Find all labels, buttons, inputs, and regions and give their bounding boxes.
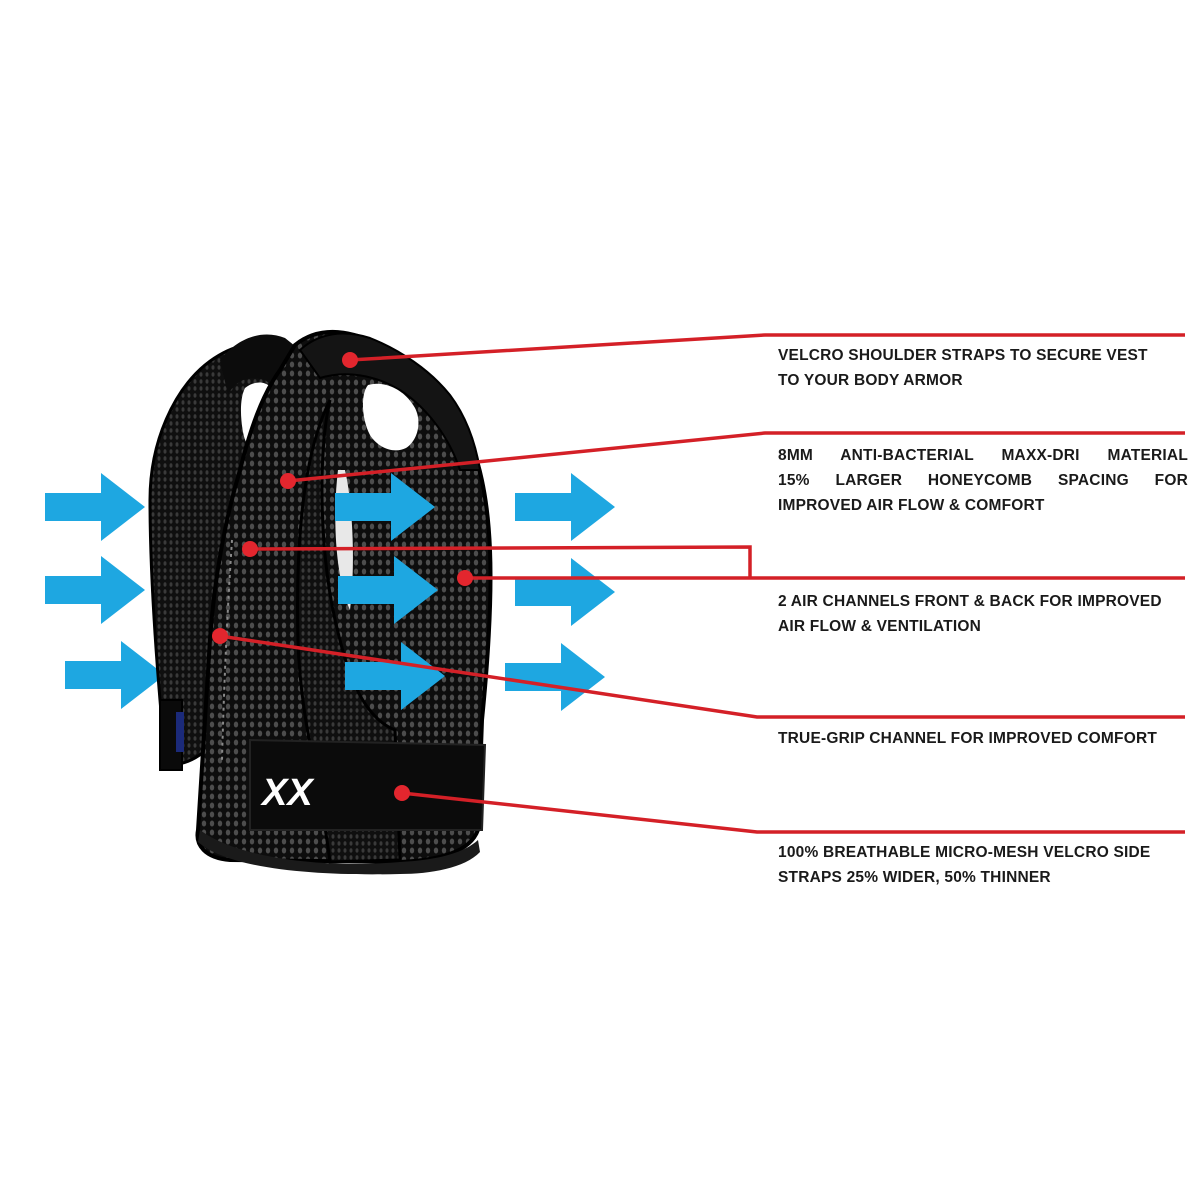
callout-material: 8MM ANTI-BACTERIAL MAXX-DRI MATERIAL 15%… <box>778 443 1188 518</box>
callout-air-channels: 2 AIR CHANNELS FRONT & BACK FOR IMPROVED… <box>778 589 1188 639</box>
callout-shoulder-straps: VELCRO SHOULDER STRAPS TO SECURE VEST TO… <box>778 343 1188 393</box>
callout-text-line: 15% LARGER HONEYCOMB SPACING FOR <box>778 472 1188 489</box>
arrow-right-icon <box>515 473 615 541</box>
callout-dot <box>394 785 410 801</box>
arrow-right-icon <box>45 473 145 541</box>
callout-text-line: 100% BREATHABLE MICRO-MESH VELCRO SIDE <box>778 844 1151 861</box>
callout-dots <box>212 352 473 801</box>
leader-lines <box>219 333 1185 834</box>
callout-text-line: TRUE-GRIP CHANNEL FOR IMPROVED COMFORT <box>778 730 1158 747</box>
svg-text:XX: XX <box>260 772 315 814</box>
callout-text-line: 8MM ANTI-BACTERIAL MAXX-DRI MATERIAL <box>778 447 1188 464</box>
callout-text-line: STRAPS 25% WIDER, 50% THINNER <box>778 869 1051 886</box>
leader-line-shoulder-straps <box>349 333 1185 362</box>
callout-dot <box>212 628 228 644</box>
brand-logo: XX <box>260 772 315 814</box>
leader-line-material <box>287 431 1185 483</box>
airflow-arrows-through <box>335 473 445 710</box>
callout-side-straps: 100% BREATHABLE MICRO-MESH VELCRO SIDE S… <box>778 840 1188 890</box>
callout-text-line: VELCRO SHOULDER STRAPS TO SECURE VEST <box>778 347 1148 364</box>
arrow-right-icon <box>515 558 615 626</box>
leader-line-true-grip <box>219 634 1185 719</box>
callout-true-grip: TRUE-GRIP CHANNEL FOR IMPROVED COMFORT <box>778 726 1188 751</box>
callout-dot <box>280 473 296 489</box>
callout-text-line: IMPROVED AIR FLOW & COMFORT <box>778 497 1045 514</box>
arrow-right-icon <box>45 556 145 624</box>
callout-dot <box>457 570 473 586</box>
arrow-right-icon <box>505 643 605 711</box>
callout-text-line: AIR FLOW & VENTILATION <box>778 618 982 635</box>
callout-text-line: TO YOUR BODY ARMOR <box>778 372 963 389</box>
callout-dot <box>242 541 258 557</box>
arrow-right-icon <box>65 641 165 709</box>
leader-line-side-straps <box>401 791 1185 834</box>
leader-line-air-channels-front <box>249 545 752 578</box>
vest-image: XX <box>148 329 493 875</box>
callout-text-line: 2 AIR CHANNELS FRONT & BACK FOR IMPROVED <box>778 593 1162 610</box>
callout-dot <box>342 352 358 368</box>
airflow-arrows-left <box>45 473 165 709</box>
airflow-arrows-right <box>505 473 615 711</box>
